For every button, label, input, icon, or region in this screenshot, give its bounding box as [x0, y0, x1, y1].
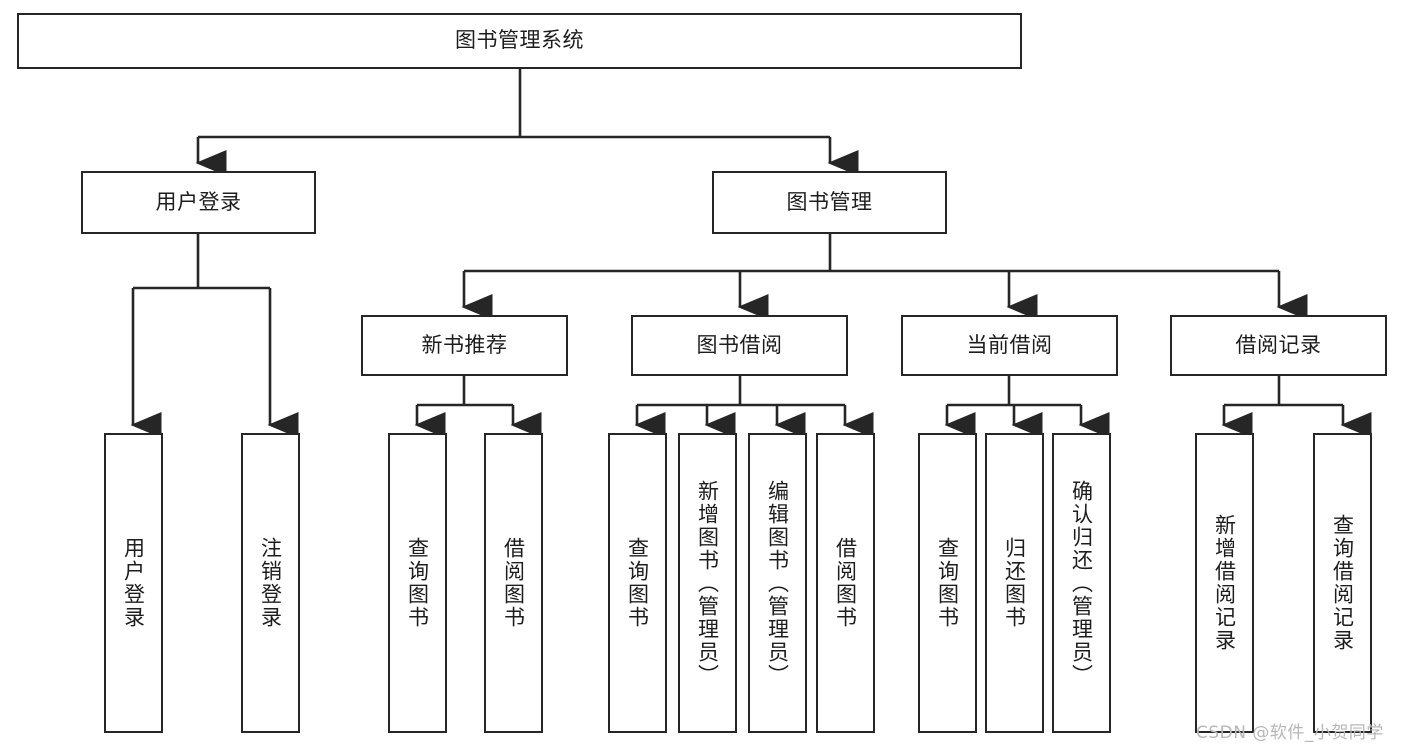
node-root-label: 图书管理系统: [455, 28, 584, 53]
leaf-borrow-book-label: 借阅图书: [833, 537, 858, 629]
leaf-confirm-return-admin-label: 确认归还（管理员）: [1069, 479, 1094, 687]
leaf-confirm-return-admin[interactable]: 确认归还（管理员）: [1052, 433, 1111, 733]
node-book-borrow[interactable]: 图书借阅: [631, 315, 848, 376]
leaf-search-book-recommend-label: 查询图书: [405, 537, 430, 629]
leaf-user-login-label: 用户登录: [121, 537, 146, 629]
node-book-management[interactable]: 图书管理: [712, 171, 947, 234]
leaf-add-book-admin[interactable]: 新增图书（管理员）: [678, 433, 737, 733]
node-new-book-recommend-label: 新书推荐: [421, 332, 508, 357]
node-book-borrow-label: 图书借阅: [696, 332, 783, 357]
leaf-edit-book-admin-label: 编辑图书（管理员）: [765, 479, 790, 687]
node-user-login[interactable]: 用户登录: [81, 171, 316, 234]
leaf-search-borrow-record-label: 查询借阅记录: [1330, 514, 1355, 652]
leaf-search-borrow-record[interactable]: 查询借阅记录: [1313, 433, 1372, 733]
leaf-user-login[interactable]: 用户登录: [104, 433, 163, 733]
node-current-borrow-label: 当前借阅: [966, 332, 1053, 357]
node-book-management-label: 图书管理: [786, 189, 873, 214]
node-borrow-record[interactable]: 借阅记录: [1170, 315, 1387, 376]
leaf-return-book[interactable]: 归还图书: [985, 433, 1044, 733]
leaf-add-book-admin-label: 新增图书（管理员）: [695, 479, 720, 687]
leaf-logout[interactable]: 注销登录: [241, 433, 300, 733]
leaf-logout-label: 注销登录: [258, 537, 283, 629]
leaf-borrow-book[interactable]: 借阅图书: [816, 433, 875, 733]
leaf-add-borrow-record-label: 新增借阅记录: [1212, 514, 1237, 652]
node-current-borrow[interactable]: 当前借阅: [901, 315, 1118, 376]
leaf-return-book-label: 归还图书: [1002, 537, 1027, 629]
node-borrow-record-label: 借阅记录: [1235, 332, 1322, 357]
leaf-search-book-recommend[interactable]: 查询图书: [388, 433, 447, 733]
leaf-search-book-borrow[interactable]: 查询图书: [608, 433, 667, 733]
leaf-borrow-book-recommend-label: 借阅图书: [501, 537, 526, 629]
leaf-borrow-book-recommend[interactable]: 借阅图书: [484, 433, 543, 733]
leaf-add-borrow-record[interactable]: 新增借阅记录: [1195, 433, 1254, 733]
leaf-search-book-current-label: 查询图书: [935, 537, 960, 629]
leaf-search-book-current[interactable]: 查询图书: [918, 433, 977, 733]
leaf-edit-book-admin[interactable]: 编辑图书（管理员）: [748, 433, 807, 733]
node-user-login-label: 用户登录: [155, 189, 242, 214]
leaf-search-book-borrow-label: 查询图书: [625, 537, 650, 629]
node-root[interactable]: 图书管理系统: [17, 13, 1022, 69]
node-new-book-recommend[interactable]: 新书推荐: [361, 315, 568, 376]
